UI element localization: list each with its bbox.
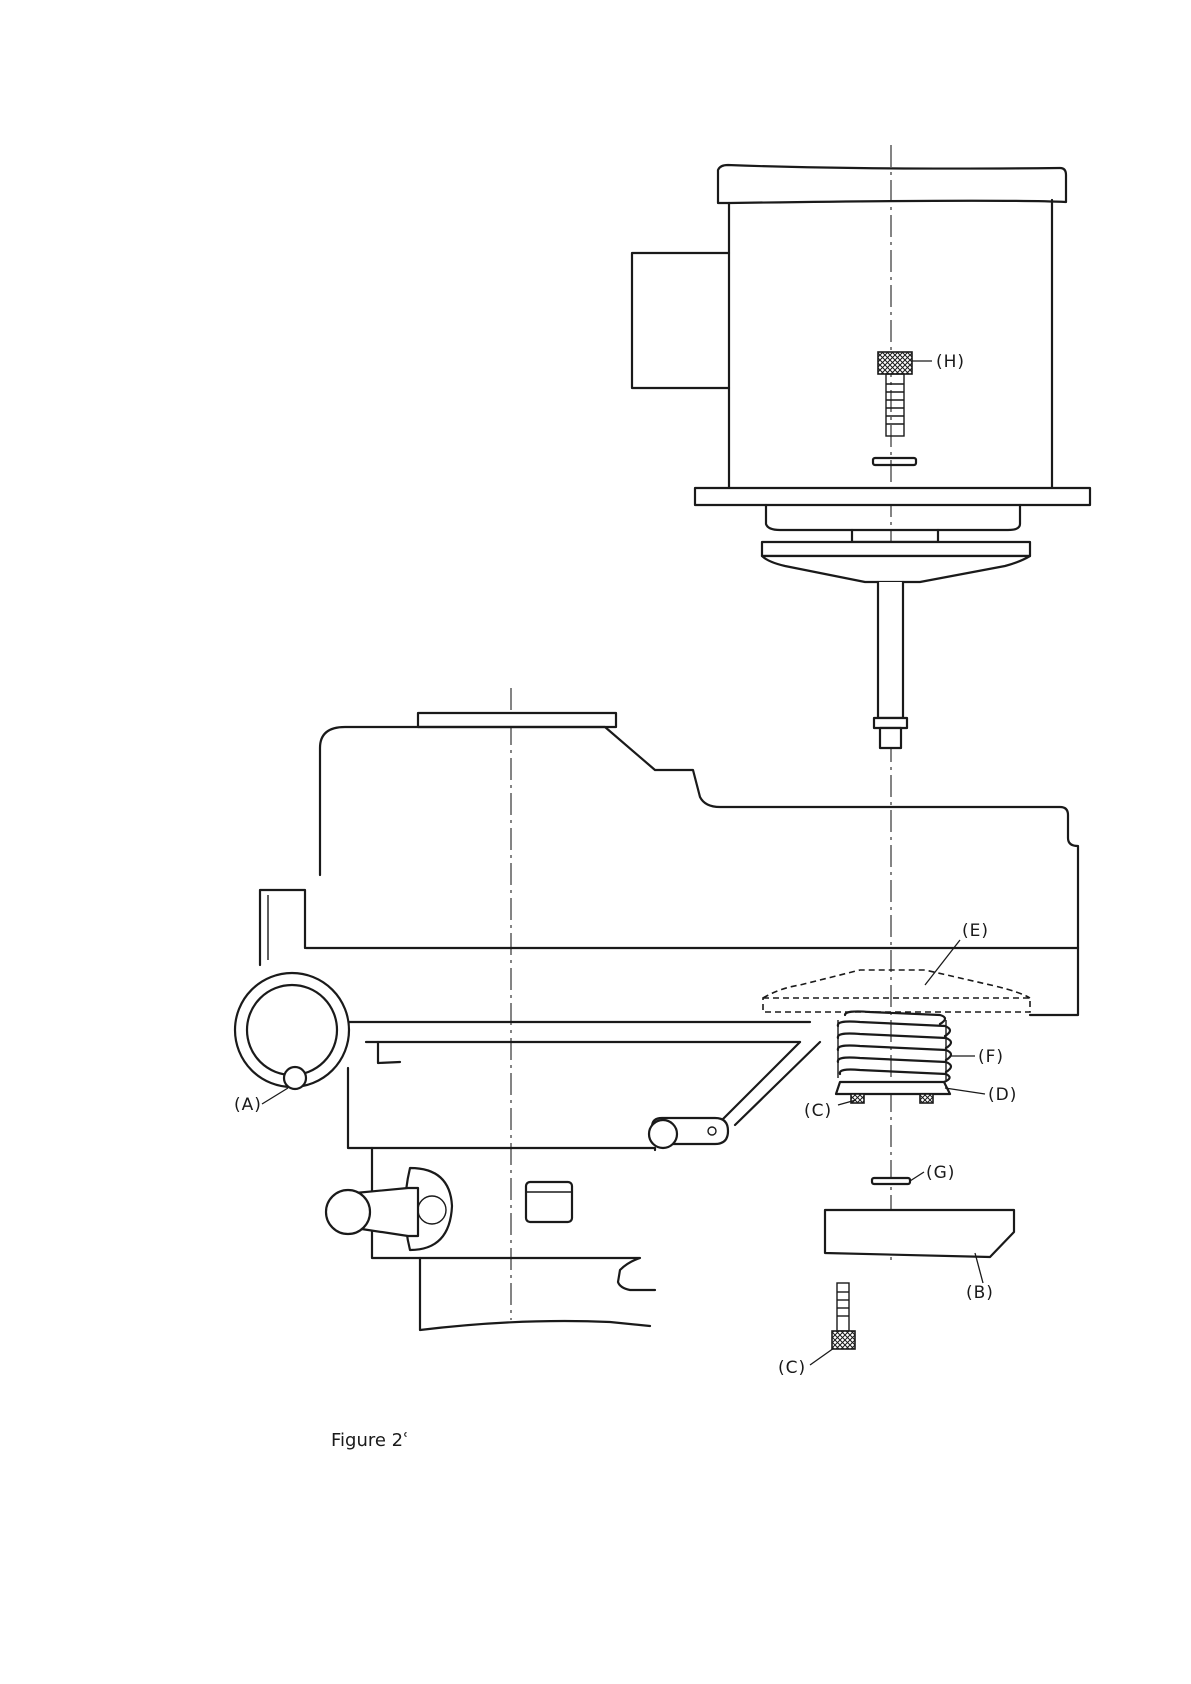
label-a: (A) [234, 1095, 262, 1115]
screw-h [873, 352, 916, 465]
head-side-bracket [260, 890, 305, 965]
lever-knob [649, 1120, 677, 1148]
screw-c-lower-shank [837, 1283, 849, 1331]
label-b: (B) [966, 1283, 994, 1303]
screw-h-washer [873, 458, 916, 465]
screw-c-lower [832, 1283, 855, 1349]
screw-h-head [878, 352, 912, 374]
label-c-lower: (C) [778, 1358, 806, 1378]
lower-housing-cap [526, 1182, 572, 1222]
block-b [825, 1210, 1014, 1257]
motor-flange [695, 488, 1090, 505]
label-h: (H) [936, 352, 965, 372]
motor-junction-box [632, 253, 729, 388]
head-top-plate [418, 713, 616, 727]
handwheel-a [235, 973, 349, 1089]
motor-pulley [762, 542, 1030, 748]
head-lower-left [348, 1042, 655, 1150]
figure-caption: Figure 2ʿ [331, 1430, 409, 1451]
label-c-upper: (C) [804, 1101, 832, 1121]
washer-g [872, 1178, 910, 1184]
motor-shaft [878, 582, 903, 718]
label-e: (E) [962, 921, 989, 941]
label-f: (F) [978, 1047, 1004, 1067]
crank-knob [326, 1190, 370, 1234]
pulley-cone [762, 556, 1030, 582]
spring-base-d [836, 1082, 950, 1103]
spring-f [838, 1011, 951, 1082]
screw-c-left [851, 1094, 864, 1103]
screw-c-lower-head [832, 1331, 855, 1349]
label-d: (D) [988, 1085, 1017, 1105]
pulley-e [763, 970, 1030, 1012]
head-casting [260, 713, 1078, 1150]
feed-lever [649, 1118, 728, 1148]
label-g: (G) [926, 1163, 955, 1183]
base-plate-d [836, 1082, 950, 1094]
spring-coils [838, 1011, 951, 1082]
motor [632, 165, 1090, 542]
motor-shaft-collar [874, 718, 907, 728]
motor-hub [852, 530, 938, 542]
screw-c-right [920, 1094, 933, 1103]
motor-top-cap [718, 165, 1066, 203]
handwheel-knob [284, 1067, 306, 1089]
pulley-upper [762, 542, 1030, 556]
lower-housing-column [420, 1258, 650, 1330]
head-lower-body [348, 1022, 810, 1042]
motor-shaft-tip [880, 728, 901, 748]
motor-spigot [766, 505, 1020, 530]
lower-crank [326, 1168, 452, 1250]
head-outline [320, 727, 1078, 1015]
